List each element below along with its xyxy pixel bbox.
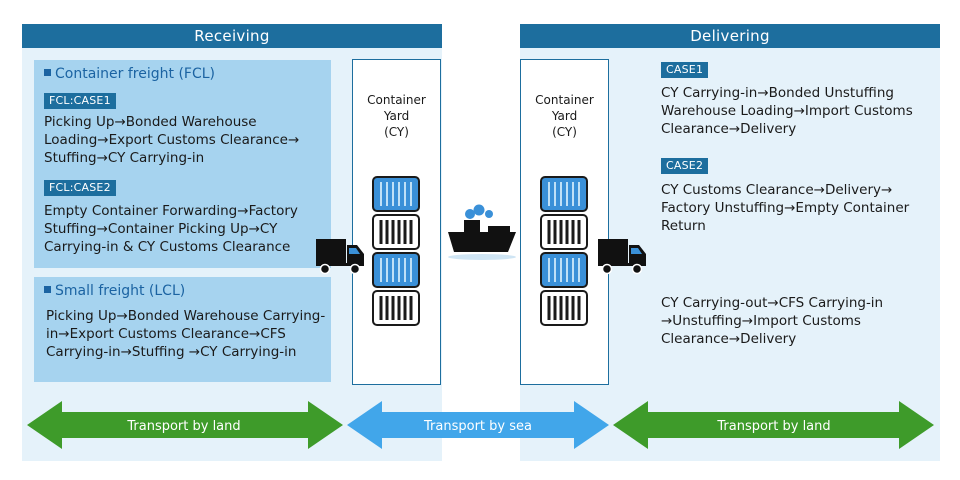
- delivering-header: Delivering: [520, 24, 940, 48]
- delivery-lcl-text: CY Carrying-out→CFS Carrying-in →Unstuff…: [661, 295, 884, 347]
- truck-left-icon: [316, 239, 364, 275]
- lcl-box: Small freight (LCL) Picking Up→Bonded Wa…: [34, 277, 331, 382]
- sea-arrow: [347, 401, 609, 449]
- bullet-square-icon: [44, 69, 51, 76]
- receiving-header: Receiving: [22, 24, 442, 48]
- fcl-title: Container freight (FCL): [44, 66, 215, 82]
- fcl-case2-tag: FCL:CASE2: [44, 180, 116, 196]
- container-stack-right-icon: [540, 176, 588, 326]
- delivery-case2-tag: CASE2: [661, 158, 709, 174]
- yard-label-left: Container Yard (CY): [367, 93, 426, 139]
- lcl-title: Small freight (LCL): [44, 283, 185, 299]
- truck-right-icon: [598, 239, 646, 275]
- lcl-title-text: Small freight (LCL): [55, 283, 186, 299]
- fcl-title-text: Container freight (FCL): [55, 66, 215, 82]
- fcl-case1-tag: FCL:CASE1: [44, 93, 116, 109]
- yard-label-right: Container Yard (CY): [535, 93, 594, 139]
- delivery-case1-text: CY Carrying-in→Bonded Unstuffing Warehou…: [661, 85, 913, 137]
- container-stack-left-icon: [372, 176, 420, 326]
- land-arrow-right-label: Transport by land: [716, 419, 830, 434]
- fcl-box: Container freight (FCL) FCL:CASE1 Pickin…: [34, 60, 331, 268]
- delivery-case2-text: CY Customs Clearance→Delivery→ Factory U…: [661, 182, 910, 234]
- fcl-case1-text: Picking Up→Bonded Warehouse Loading→Expo…: [44, 114, 300, 166]
- land-arrow-left-label: Transport by land: [126, 419, 240, 434]
- transport-arrows: Transport by land Transport by sea Trans…: [27, 401, 934, 449]
- bullet-square-icon: [44, 286, 51, 293]
- fcl-case2-text: Empty Container Forwarding→Factory Stuff…: [44, 203, 298, 255]
- ship-icon: [448, 204, 516, 260]
- lcl-text: Picking Up→Bonded Warehouse Carrying-in→…: [46, 308, 326, 360]
- sea-arrow-label: Transport by sea: [423, 419, 532, 434]
- delivery-case1-tag: CASE1: [661, 62, 709, 78]
- land-arrow-right: [613, 401, 934, 449]
- land-arrow-left: [27, 401, 343, 449]
